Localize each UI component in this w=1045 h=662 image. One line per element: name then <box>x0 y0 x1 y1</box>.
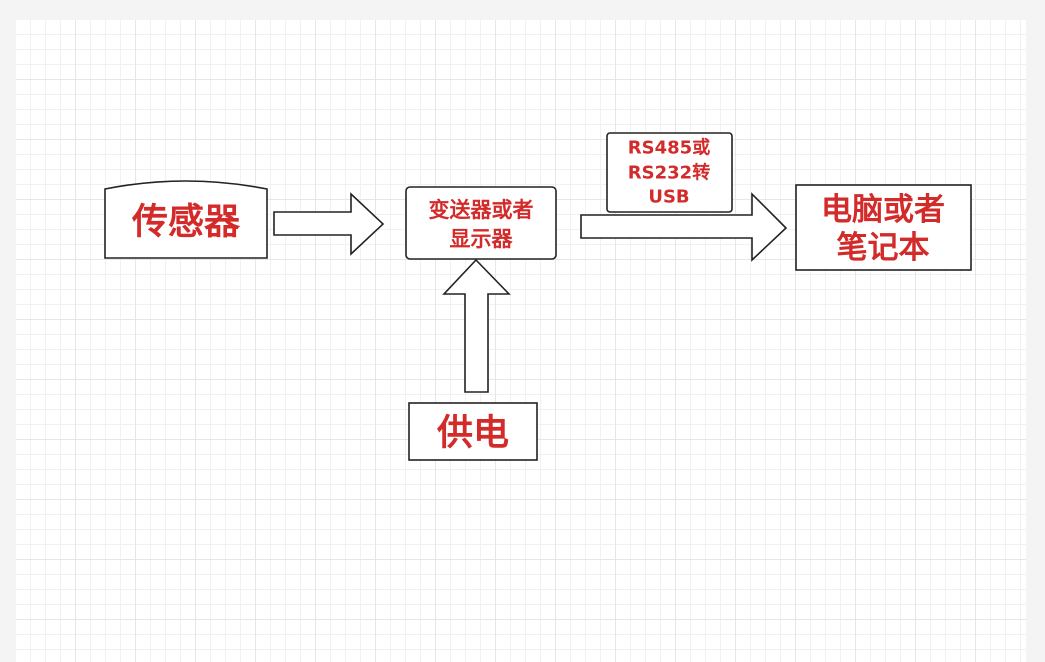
node-power[interactable]: 供电 <box>408 402 538 461</box>
node-computer-label-line1: 电脑或者 <box>821 192 945 228</box>
node-transmitter[interactable]: 变送器或者 显示器 <box>405 186 557 260</box>
converter-label-line1: RS485或 <box>628 137 710 159</box>
arrow-transmitter-to-computer <box>580 192 788 262</box>
node-sensor[interactable]: 传感器 <box>104 180 268 259</box>
node-power-label: 供电 <box>437 413 509 454</box>
canvas-edge <box>1026 20 1045 662</box>
converter-label-box[interactable]: RS485或 RS232转 USB <box>606 132 733 213</box>
node-transmitter-label-line1: 变送器或者 <box>429 198 534 222</box>
arrow-sensor-to-transmitter <box>273 192 385 256</box>
diagram-canvas <box>16 20 1026 662</box>
node-sensor-label: 传感器 <box>131 202 241 243</box>
node-transmitter-label-line2: 显示器 <box>450 227 514 251</box>
arrow-power-to-transmitter <box>442 258 511 393</box>
converter-label-line3: USB <box>648 187 689 208</box>
node-computer-label-line2: 笔记本 <box>837 230 930 266</box>
node-computer[interactable]: 电脑或者 笔记本 <box>795 184 972 271</box>
converter-label-line2: RS232转 <box>628 162 710 184</box>
